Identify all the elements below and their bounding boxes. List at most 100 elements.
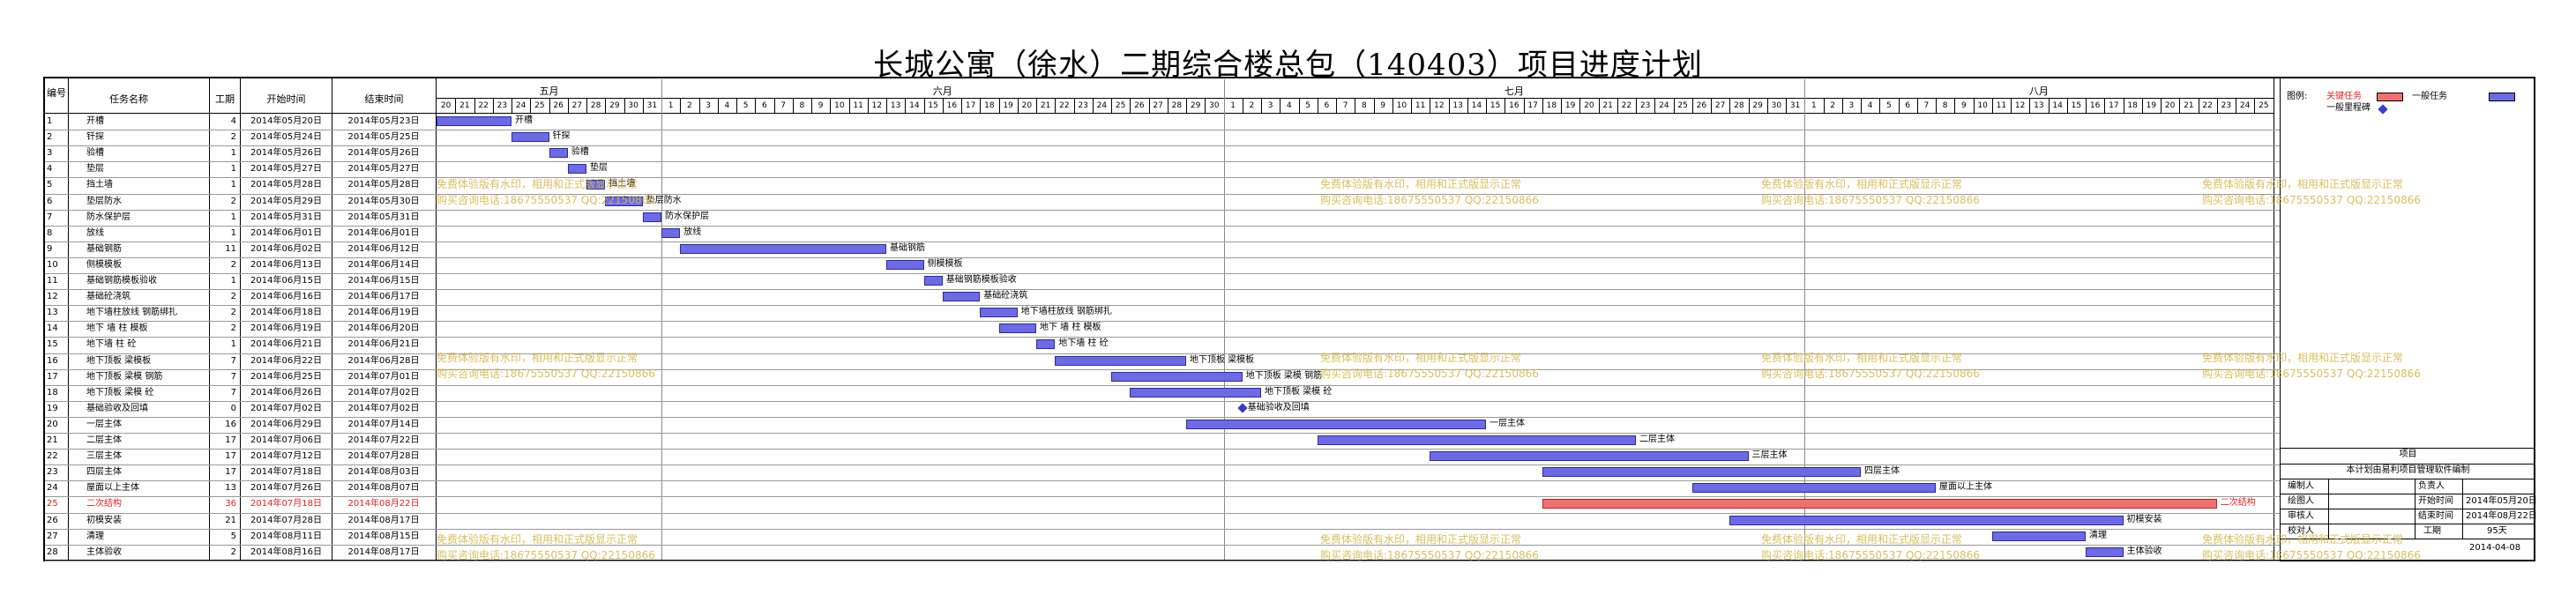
task-end: 2014年08月07日 [347, 483, 420, 494]
task-bar-label: 侧模模板 [927, 258, 963, 269]
row-divider [45, 433, 2280, 434]
task-id: 9 [47, 243, 53, 254]
task-id: 12 [47, 292, 58, 302]
day-divider [1017, 99, 1019, 113]
row-divider [45, 368, 2280, 370]
watermark-line1: 免费体验版有水印，相用和正式版显示正常 [1320, 178, 1522, 190]
info-hline [2280, 448, 2535, 449]
day-label: 25 [534, 101, 545, 110]
day-divider [567, 99, 569, 113]
day-divider [1654, 99, 1656, 113]
row-divider [45, 321, 2280, 323]
task-start: 2014年05月31日 [250, 212, 322, 222]
day-label: 27 [1714, 101, 1726, 110]
task-id: 16 [47, 355, 58, 366]
day-label: 3 [706, 101, 711, 110]
grid-hline [45, 113, 2274, 114]
task-bar [1036, 339, 1056, 350]
task-start: 2014年05月28日 [250, 180, 322, 190]
day-divider [792, 99, 794, 113]
task-id: 25 [47, 499, 58, 509]
day-label: 18 [984, 101, 995, 110]
task-bar-label: 二次结构 [2220, 498, 2256, 509]
day-label: 26 [1134, 101, 1145, 110]
day-divider [1748, 99, 1750, 113]
row-divider [45, 256, 2280, 258]
day-divider [1691, 99, 1693, 113]
day-divider [2104, 99, 2106, 113]
task-name: 侧模模板 [86, 259, 122, 270]
watermark-line1: 免费体验版有水印，相用和正式版显示正常 [437, 178, 638, 190]
row-divider [45, 416, 2280, 418]
day-divider [511, 99, 512, 113]
task-duration: 16 [225, 419, 236, 429]
task-bar-label: 清理 [2089, 530, 2107, 540]
task-duration: 2 [230, 546, 236, 557]
month-label: 五月 [539, 85, 559, 97]
task-bar-label: 基础验收及回填 [1247, 402, 1310, 412]
task-name: 清理 [86, 531, 104, 541]
task-id: 14 [47, 323, 58, 334]
info-prepared-by: 编制人 [2288, 481, 2314, 491]
day-label: 23 [1078, 101, 1088, 110]
day-divider [2179, 99, 2181, 113]
day-divider [1036, 99, 1037, 113]
day-label: 12 [2014, 101, 2026, 110]
day-label: 28 [590, 101, 601, 110]
day-label: 11 [1996, 101, 2007, 110]
task-id: 26 [47, 515, 58, 525]
task-bar [549, 148, 568, 159]
day-divider [1561, 99, 1562, 113]
task-start: 2014年06月02日 [250, 243, 322, 254]
month-label: 六月 [932, 85, 952, 97]
task-bar [923, 276, 943, 286]
day-divider [1336, 99, 1337, 113]
day-divider [1542, 99, 1543, 113]
task-bar [605, 196, 643, 206]
task-name: 主体验收 [86, 546, 122, 557]
legend-critical-label: 关键任务 [2326, 92, 2362, 101]
task-name: 二次结构 [86, 499, 122, 509]
row-divider [45, 289, 2280, 291]
task-bar [1186, 419, 1486, 429]
info-vline [2462, 479, 2463, 539]
day-label: 1 [1811, 101, 1817, 110]
info-project-label: 项目 [2399, 450, 2417, 459]
day-label: 3 [1267, 101, 1273, 110]
task-id: 6 [47, 196, 53, 206]
task-name: 地下墙柱放线 钢筋绑扎 [86, 308, 178, 318]
legend-normal-label: 一般任务 [2412, 92, 2447, 101]
task-start: 2014年06月19日 [250, 323, 322, 334]
day-divider [1261, 99, 1262, 113]
day-divider [1973, 99, 1975, 113]
day-divider [698, 99, 700, 113]
row-divider [45, 161, 2280, 163]
task-bar-label: 放线 [683, 227, 702, 237]
day-label: 4 [1287, 101, 1292, 110]
row-divider [45, 209, 2280, 211]
day-label: 5 [743, 101, 749, 110]
task-id: 1 [47, 116, 53, 126]
grid-vline [240, 78, 241, 560]
month-divider [1804, 79, 1806, 560]
task-duration: 2 [230, 259, 236, 270]
task-duration: 2 [230, 323, 236, 334]
task-bar [1317, 435, 1636, 445]
day-label: 5 [1305, 101, 1310, 110]
row-divider [45, 496, 2280, 498]
day-label: 26 [553, 101, 564, 110]
task-start: 2014年07月12日 [250, 451, 322, 462]
watermark-line1: 免费体验版有水印，相用和正式版显示正常 [1320, 352, 1522, 364]
day-label: 23 [2221, 101, 2232, 110]
day-divider [1280, 99, 1281, 113]
task-id: 10 [47, 259, 58, 270]
watermark-line2: 购买咨询电话:18675550537 QQ:22150866 [1761, 194, 1980, 206]
day-label: 30 [628, 101, 638, 110]
day-label: 19 [2146, 101, 2157, 110]
task-name: 基础砼浇筑 [86, 292, 131, 302]
day-label: 24 [1659, 101, 1669, 110]
task-duration: 1 [230, 212, 236, 222]
task-name: 地下顶板 梁模 砼 [86, 387, 154, 398]
day-divider [1055, 99, 1057, 113]
day-label: 15 [2071, 101, 2082, 110]
